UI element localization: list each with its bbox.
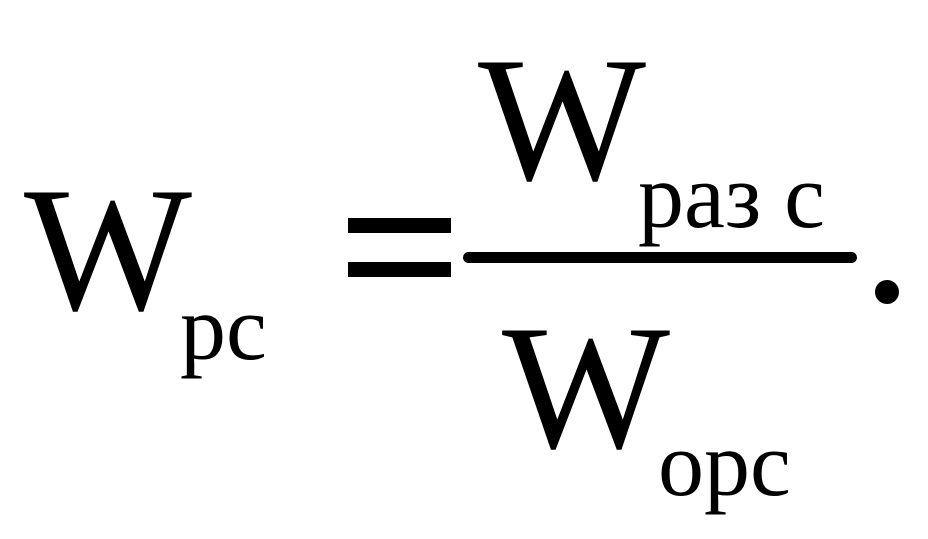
lhs-symbol: W [24,150,193,348]
fraction-bar [463,252,857,263]
numerator-subscript: раз с [638,145,826,247]
denominator-symbol: W [502,288,671,486]
lhs-subscript: рс [180,277,267,379]
numerator-symbol: W [478,20,647,218]
equals-bar-bottom [348,262,451,277]
period [875,280,899,304]
denominator-subscript: орс [658,413,791,515]
equals-bar-top [348,218,451,233]
